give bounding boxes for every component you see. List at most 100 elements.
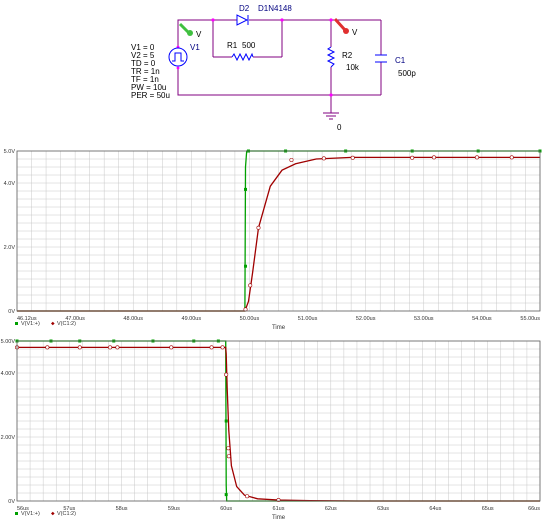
x-tick-label: 52.00us	[356, 316, 376, 322]
circuit-schematic: V1 V1 = 0 V2 = 5 TD = 0 TR = 1n TF = 1n …	[131, 4, 416, 132]
x-tick-label: 59us	[168, 506, 180, 512]
series-marker-circle	[209, 345, 214, 350]
x-tick-label: 58us	[116, 506, 128, 512]
x-tick-label: 56us	[17, 506, 29, 512]
ground-symbol	[323, 112, 339, 120]
x-tick-label: 57us	[63, 506, 75, 512]
capacitor-c1	[375, 54, 387, 63]
y-tick-label: 4.0V	[4, 181, 16, 187]
y-tick-label: 4.00V	[1, 371, 16, 377]
series-marker-circle	[226, 446, 231, 451]
series-marker-circle	[224, 372, 229, 377]
x-tick-label: 62us	[325, 506, 337, 512]
x-tick-label: 63us	[377, 506, 389, 512]
series-marker-square	[244, 187, 248, 191]
y-tick-label: 0V	[8, 499, 15, 505]
source-param: PER = 50u	[131, 91, 170, 100]
source-param: V1 = 0	[131, 43, 155, 52]
x-tick-label: 61us	[273, 506, 285, 512]
x-tick-label: 48.00us	[123, 316, 143, 322]
transient-plot-falling-edge: 56us 57us 58us 59us 60us 61us 62us 63us 64us 65us…	[1, 339, 541, 521]
c1-value-label: 500p	[398, 69, 416, 78]
ground-node-label: 0	[337, 123, 342, 132]
x-tick-label: 53.00us	[414, 316, 434, 322]
r2-value-label: 10k	[346, 63, 360, 72]
series-marker-square	[224, 419, 228, 423]
series-marker-circle	[115, 345, 120, 350]
diode-model-label: D1N4148	[258, 4, 292, 13]
r1-ref-label: R1	[227, 41, 238, 50]
x-axis-title: Time	[272, 515, 286, 521]
plot-grid	[16, 340, 541, 502]
series-marker-circle	[45, 345, 50, 350]
legend-entry: V(C1:2)	[57, 511, 76, 517]
series-marker-circle	[248, 283, 253, 288]
series-marker-square	[224, 493, 228, 497]
plot-ticks: 46.12us 47.00us 48.00us 49.00us 50.00us 51.00…	[4, 149, 541, 322]
x-tick-label: 46.12us	[17, 316, 37, 322]
x-tick-label: 50.00us	[240, 316, 260, 322]
x-tick-label: 49.00us	[182, 316, 202, 322]
legend-swatch-square	[15, 512, 18, 515]
plot-ticks: 56us 57us 58us 59us 60us 61us 62us 63us 64us 65us…	[1, 339, 541, 512]
red-voltage-probe-icon	[333, 17, 349, 34]
series-marker-circle	[289, 157, 294, 162]
legend-entry: V(V1:+)	[21, 511, 40, 517]
y-tick-label: 5.0V	[4, 149, 16, 155]
source-param: V2 = 5	[131, 51, 155, 60]
plot-frame	[16, 340, 541, 502]
source-param: PW = 10u	[131, 83, 166, 92]
series-marker-circle	[226, 454, 231, 459]
legend-swatch-square	[15, 322, 18, 325]
series-marker-circle	[509, 155, 514, 160]
transient-plot-rising-edge: 46.12us 47.00us 48.00us 49.00us 50.00us 51.00…	[4, 149, 542, 331]
legend-entry: V(C1:2)	[57, 321, 76, 327]
plot-legend: V(V1:+) V(C1:2)	[15, 321, 76, 327]
x-tick-label: 64us	[429, 506, 441, 512]
r1-value-label: 500	[242, 41, 256, 50]
resistor-r1	[231, 52, 254, 62]
green-voltage-probe-icon	[178, 22, 193, 36]
y-tick-label: 0V	[8, 309, 15, 315]
y-tick-label: 5.00V	[1, 339, 16, 345]
diode-d2	[236, 14, 249, 26]
source-param: TD = 0	[131, 59, 156, 68]
series-marker-circle	[321, 156, 326, 161]
legend-swatch-diamond	[51, 321, 55, 326]
source-ref-label: V1	[190, 43, 200, 52]
plot-frame	[16, 150, 541, 312]
schematic-wires	[177, 19, 382, 113]
x-tick-label: 54.00us	[472, 316, 492, 322]
resistor-r2	[326, 46, 336, 68]
x-tick-label: 47.00us	[65, 316, 85, 322]
series-marker-circle	[474, 155, 479, 160]
x-axis-title: Time	[272, 325, 286, 331]
source-param: TR = 1n	[131, 67, 160, 76]
pulse-source-v1	[168, 47, 188, 67]
series-marker-circle	[431, 155, 436, 160]
red-probe-label: V	[352, 28, 358, 37]
y-tick-label: 2.0V	[4, 245, 16, 251]
x-tick-label: 60us	[220, 506, 232, 512]
series-marker-circle	[256, 225, 261, 230]
plot-legend: V(V1:+) V(C1:2)	[15, 511, 76, 517]
series-marker-circle	[243, 307, 248, 312]
green-probe-label: V	[196, 30, 202, 39]
x-tick-label: 51.00us	[298, 316, 318, 322]
source-params: V1 = 0 V2 = 5 TD = 0 TR = 1n TF = 1n PW …	[131, 43, 170, 100]
series-marker-circle	[108, 345, 113, 350]
series-marker-square	[244, 264, 248, 268]
series-marker-circle	[245, 494, 250, 499]
series-marker-circle	[410, 155, 415, 160]
r2-ref-label: R2	[342, 51, 353, 60]
series-line-c1-2	[17, 156, 540, 312]
x-tick-label: 55.00us	[520, 316, 540, 322]
x-tick-label: 65us	[482, 506, 494, 512]
series-marker-circle	[220, 345, 225, 350]
diode-ref-label: D2	[239, 4, 250, 13]
series-marker-circle	[77, 345, 82, 350]
legend-swatch-diamond	[51, 511, 55, 516]
source-param: TF = 1n	[131, 75, 159, 84]
x-tick-label: 66us	[528, 506, 540, 512]
legend-entry: V(V1:+)	[21, 321, 40, 327]
